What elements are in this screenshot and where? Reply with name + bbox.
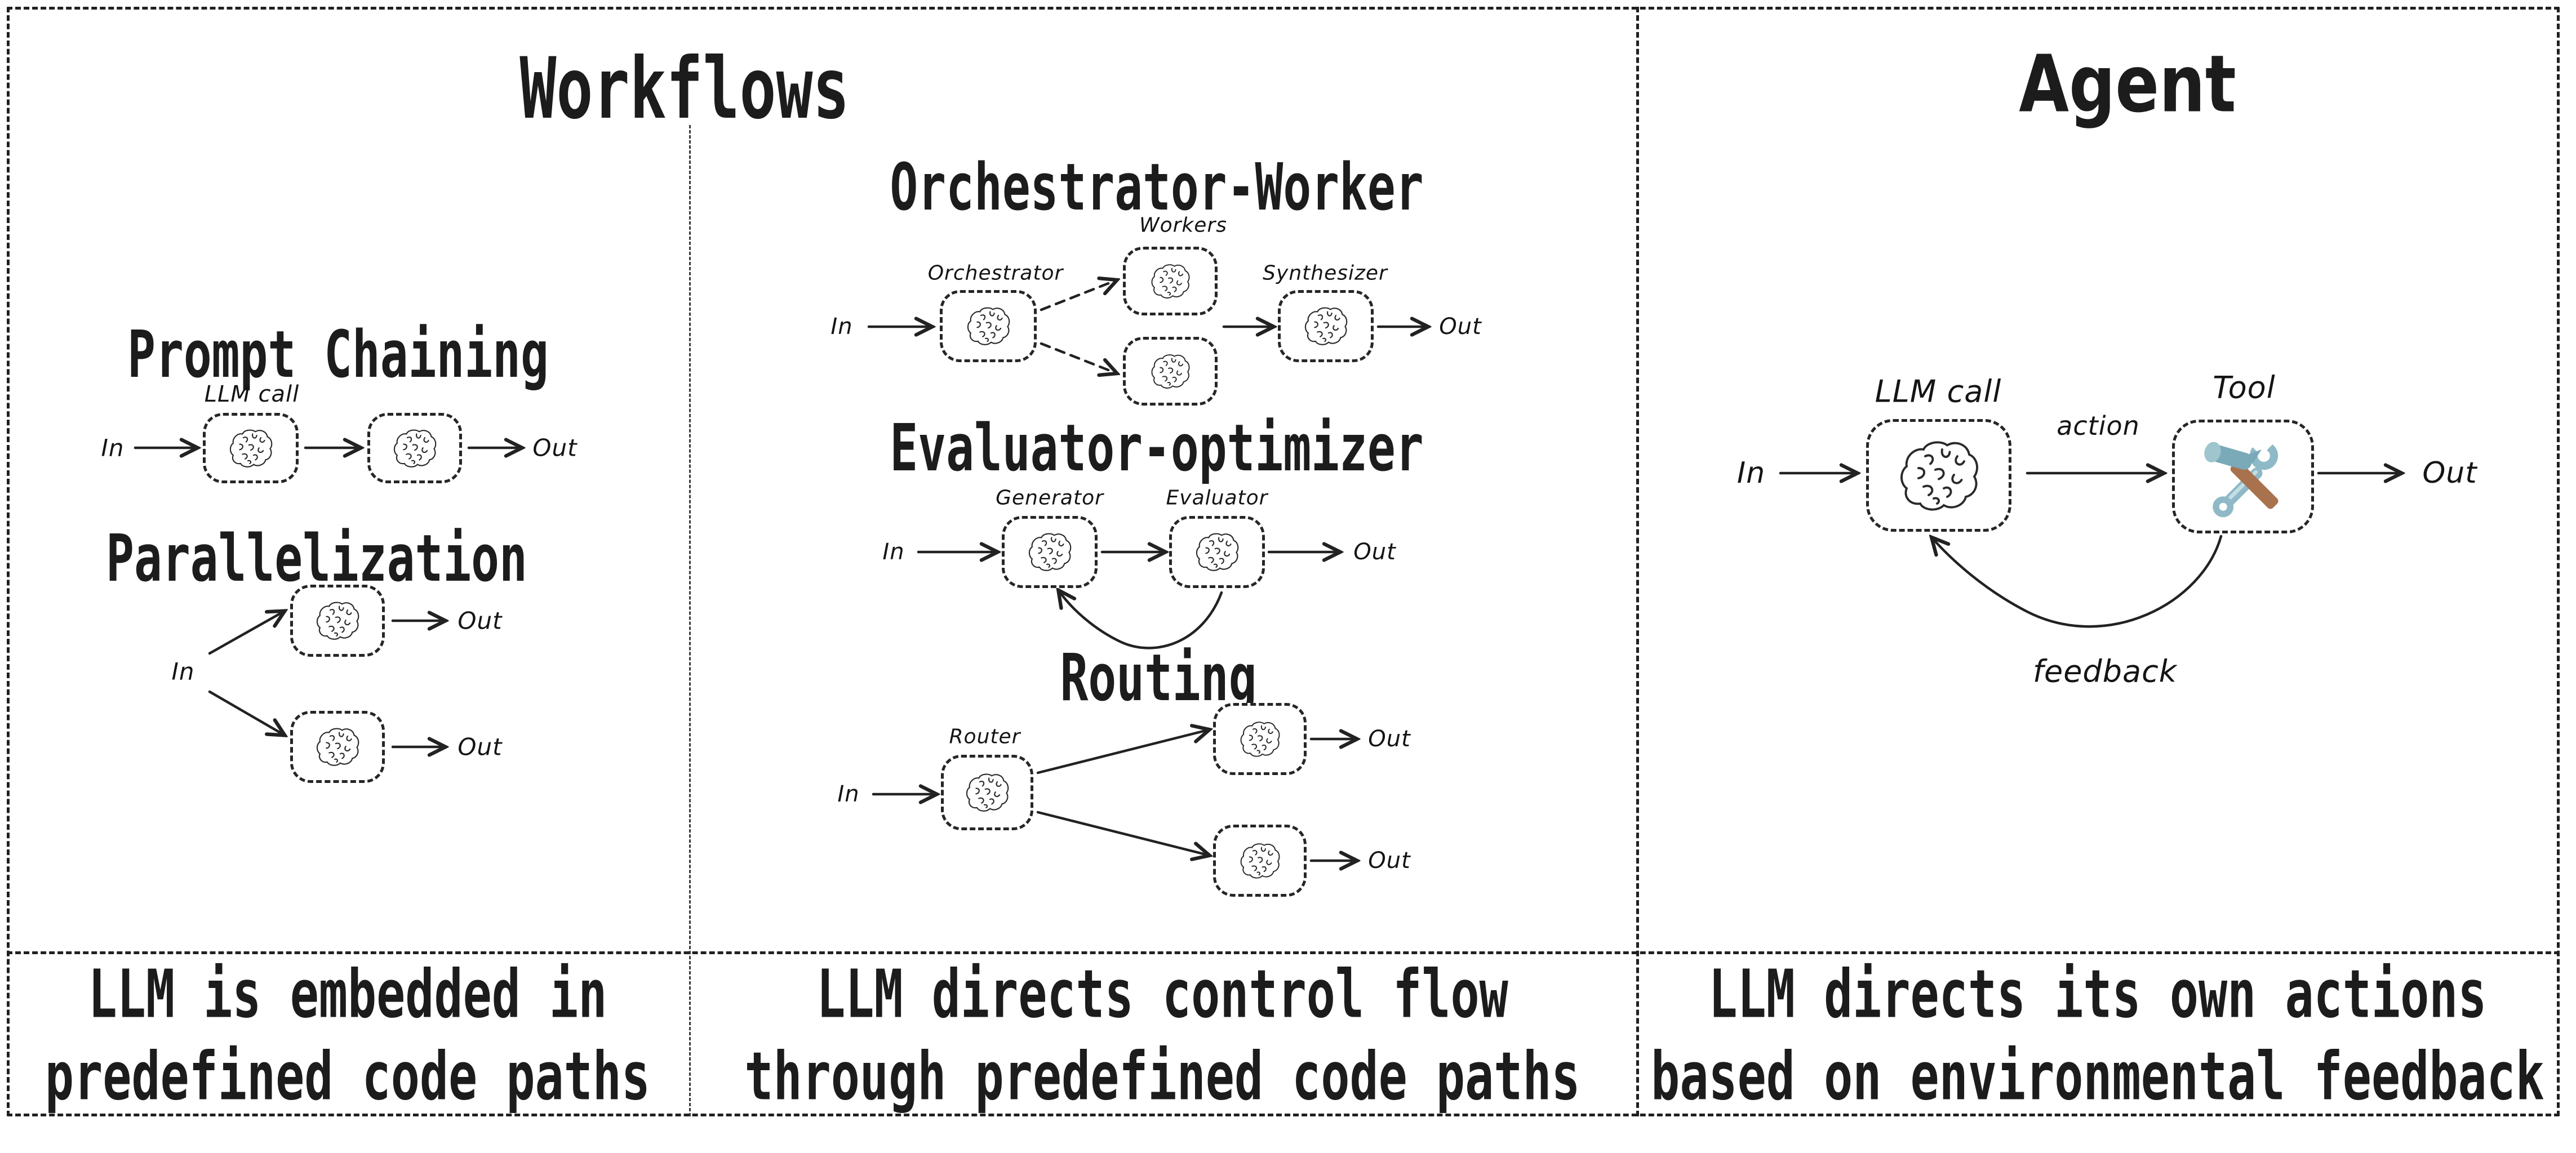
llm-node-prompt-chaining-1 [203,413,299,483]
routing-target-node-top [1213,703,1307,775]
out-label-parallelization-bottom: Out [458,733,503,761]
workers-label: Workers [1139,213,1227,237]
llm-node-prompt-chaining-2 [367,413,462,483]
caption-line: predefined code paths [45,1038,651,1115]
out-label-routing-bottom: Out [1368,848,1411,874]
llm-call-label-agent: LLM call [1875,373,2002,409]
synthesizer-label: Synthesizer [1263,261,1388,285]
llm-node-parallelization-bottom [290,711,385,783]
generator-node [1002,516,1098,588]
caption-line: through predefined code paths [744,1038,1580,1115]
routing-heading: Routing [1060,640,1257,716]
caption-agent: LLM directs its own actions based on env… [1651,953,2544,1118]
prompt-chaining-heading: Prompt Chaining [127,317,549,393]
workflows-agent-divider [1636,7,1639,1116]
in-label-prompt-chaining: In [101,434,125,462]
out-label-agent: Out [2422,456,2477,490]
brain-icon [1028,533,1072,571]
outer-border [7,7,2560,1116]
in-label-agent: In [1736,456,1766,490]
caption-line: based on environmental feedback [1651,1038,2544,1115]
in-label-routing: In [837,781,860,807]
workflows-title: Workflows [519,40,850,138]
router-node [941,755,1033,830]
brain-icon [316,728,359,766]
agent-tool-node [2172,420,2314,533]
in-label-evaluator: In [882,539,905,565]
brain-icon [1151,354,1190,389]
worker-node-bottom [1123,337,1218,406]
evaluator-node [1169,516,1265,588]
generator-label: Generator [996,486,1104,510]
orchestrator-node [940,290,1037,362]
brain-icon [1196,533,1239,571]
caption-workflows-middle: LLM directs control flow through predefi… [744,953,1580,1118]
brain-icon [1151,264,1190,299]
evaluator-optimizer-heading: Evaluator-optimizer [890,411,1424,486]
agent-llm-node [1866,419,2011,532]
worker-node-top [1123,247,1218,315]
brain-icon [967,307,1010,345]
out-label-evaluator: Out [1353,539,1396,565]
llm-call-label-prompt-chaining: LLM call [204,381,300,407]
agent-title: Agent [2019,38,2236,131]
caption-row-divider [7,951,2560,954]
brain-icon [316,602,359,640]
brain-icon [966,773,1009,812]
caption-line: LLM directs its own actions [1708,955,2487,1033]
in-label-orchestrator: In [830,314,853,340]
llm-node-parallelization-top [290,585,385,657]
caption-workflows-left: LLM is embedded in predefined code paths [45,953,650,1118]
out-label-parallelization-top: Out [458,607,503,635]
brain-icon [229,429,273,468]
brain-icon [393,429,437,468]
routing-target-node-bottom [1213,825,1307,897]
evaluator-label: Evaluator [1166,486,1268,510]
out-label-prompt-chaining: Out [532,434,578,462]
action-label-agent: action [2057,411,2140,441]
out-label-orchestrator: Out [1439,314,1482,340]
in-label-parallelization: In [171,657,195,685]
hammer-wrench-icon [2202,430,2280,518]
feedback-label-agent: feedback [2032,653,2178,689]
tool-label-agent: Tool [2213,370,2276,406]
orchestrator-label: Orchestrator [927,261,1064,285]
synthesizer-node [1278,290,1374,362]
caption-line: LLM is embedded in [88,955,607,1033]
workflows-column-divider [689,125,691,1116]
caption-line: LLM directs control flow [816,955,1508,1033]
brain-icon [1304,307,1348,345]
brain-icon [1240,843,1280,879]
out-label-routing-top: Out [1368,726,1411,752]
brain-icon [1900,440,1979,511]
brain-icon [1240,722,1280,757]
router-label: Router [949,725,1021,749]
parallelization-heading: Parallelization [106,521,527,596]
orchestrator-worker-heading: Orchestrator-Worker [890,150,1424,225]
